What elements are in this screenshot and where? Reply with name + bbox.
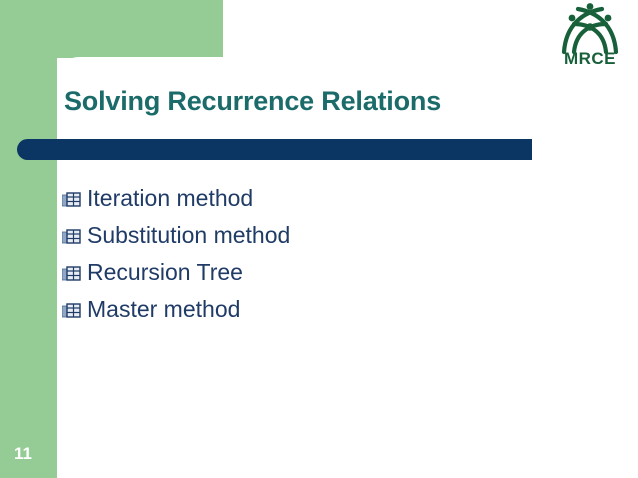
- green-left-sidebar: [0, 58, 57, 478]
- list-item: Master method: [62, 291, 542, 328]
- list-item-label: Master method: [87, 296, 241, 322]
- slide-page-number: 11: [14, 444, 32, 463]
- white-rounded-panel: [57, 57, 638, 142]
- logo-dots: [568, 3, 612, 31]
- window-grid-bullet-icon: [62, 265, 81, 282]
- slide-title: Solving Recurrence Relations: [64, 86, 442, 116]
- window-grid-bullet-icon: [62, 191, 81, 208]
- list-item: Substitution method: [62, 217, 542, 254]
- logo-wordmark: MRCE: [564, 49, 616, 66]
- list-item-label: Recursion Tree: [87, 259, 243, 285]
- window-grid-bullet-icon: [62, 302, 81, 319]
- mrce-people-arcs-logo-icon: [561, 6, 619, 55]
- mrce-logo: MRCE: [550, 2, 630, 66]
- list-item: Recursion Tree: [62, 254, 542, 291]
- title-divider-bar: [17, 139, 532, 160]
- list-item: Iteration method: [62, 180, 542, 217]
- green-header-block: [0, 0, 223, 58]
- window-grid-bullet-icon: [62, 228, 81, 245]
- list-item-label: Iteration method: [87, 185, 254, 211]
- list-item-label: Substitution method: [87, 222, 291, 248]
- bullet-list: Iteration method Substitution method: [62, 180, 542, 328]
